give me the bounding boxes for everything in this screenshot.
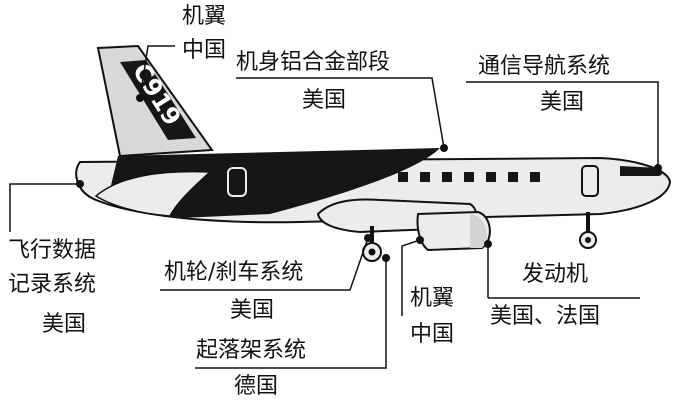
label-avionics-country: 美国 — [540, 90, 585, 115]
leader-flight-recorder — [9, 183, 80, 232]
label-brakes-country: 美国 — [230, 298, 275, 323]
front-door — [581, 165, 599, 197]
label-flight-recorder-line1: 飞行数据 — [8, 238, 97, 263]
label-wing-top-country: 中国 — [181, 38, 226, 63]
label-flight-recorder-line2: 记录系统 — [8, 272, 97, 297]
tail-livery-band — [120, 60, 196, 140]
window-row — [398, 172, 540, 182]
rear-door — [227, 167, 247, 197]
leader-wing-top — [139, 45, 175, 99]
leader-landing-gear — [195, 258, 387, 369]
label-avionics-part: 通信导航系统 — [478, 54, 611, 79]
label-fuselage-part: 机身铝合金部段 — [236, 50, 391, 75]
label-wing-bottom-part: 机翼 — [409, 286, 454, 311]
fuselage-dark-section — [108, 148, 440, 218]
label-flight-recorder-country: 美国 — [42, 312, 87, 337]
label-landing-gear-part: 起落架系统 — [196, 338, 307, 363]
engine-intake — [470, 214, 487, 248]
leader-brakes — [160, 237, 369, 291]
label-engine-part: 发动机 — [522, 262, 589, 287]
leader-avionics — [466, 81, 659, 168]
label-fuselage-country: 美国 — [302, 88, 347, 113]
label-wing-top-part: 机翼 — [181, 4, 226, 29]
fuselage-rear-scallop — [94, 170, 212, 217]
label-wing-bottom-country: 中国 — [409, 322, 454, 347]
main-landing-gear — [362, 226, 382, 262]
leader-dots — [76, 94, 662, 262]
leader-fuselage — [236, 77, 445, 149]
label-engine-country: 美国、法国 — [490, 304, 601, 329]
leader-wing-bottom — [401, 239, 421, 316]
label-brakes-part: 机轮/刹车系统 — [164, 260, 304, 285]
label-landing-gear-country: 德国 — [234, 374, 279, 399]
leader-lines — [9, 45, 659, 369]
nose-landing-gear — [579, 212, 597, 249]
cockpit-window — [620, 166, 663, 176]
